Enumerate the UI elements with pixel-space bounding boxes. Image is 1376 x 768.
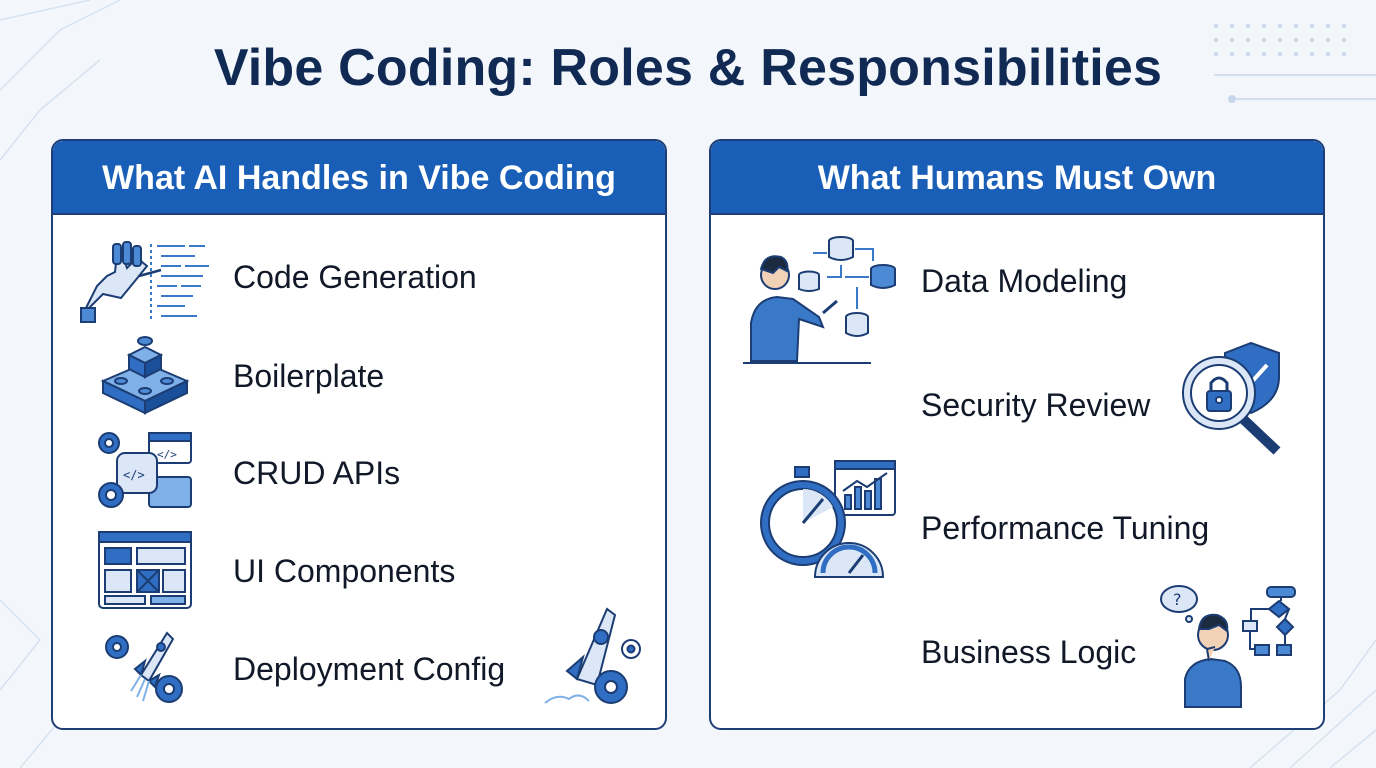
human-item-data-modeling: Data Modeling <box>921 263 1128 299</box>
humans-own-panel: What Humans Must Own <box>709 139 1325 730</box>
page-title: Vibe Coding: Roles & Responsibilities <box>213 39 1163 97</box>
building-blocks-icon <box>97 331 193 415</box>
ui-layout-window-icon <box>97 530 193 610</box>
thinking-person-flowchart-icon: ? <box>1159 583 1299 709</box>
svg-text:?: ? <box>1173 590 1182 609</box>
ai-item-code-generation: Code Generation <box>233 259 477 295</box>
robot-hand-code-icon <box>77 236 217 326</box>
svg-text:</>: </> <box>157 448 177 461</box>
human-item-business-logic: Business Logic <box>921 634 1137 670</box>
ai-item-boilerplate: Boilerplate <box>233 358 385 394</box>
ai-panel-header: What AI Handles in Vibe Coding <box>53 141 665 215</box>
svg-text:</>: </> <box>123 468 145 482</box>
ai-item-ui-components: UI Components <box>233 553 456 589</box>
gears-code-window-icon: </> </> <box>95 429 195 515</box>
humans-panel-header: What Humans Must Own <box>711 141 1323 215</box>
rocket-launch-icon <box>537 599 647 709</box>
stopwatch-gauge-chart-icon <box>759 459 899 583</box>
ai-item-crud-apis: CRUD APIs <box>233 455 401 491</box>
ai-handles-panel: What AI Handles in Vibe Coding <box>51 139 667 730</box>
lock-shield-magnifier-icon <box>1179 337 1295 457</box>
person-database-diagram-icon <box>741 233 901 367</box>
human-item-security-review: Security Review <box>921 387 1151 423</box>
ai-item-deployment-config: Deployment Config <box>233 651 506 687</box>
human-item-performance-tuning: Performance Tuning <box>921 510 1210 546</box>
rocket-gears-icon <box>101 625 191 709</box>
